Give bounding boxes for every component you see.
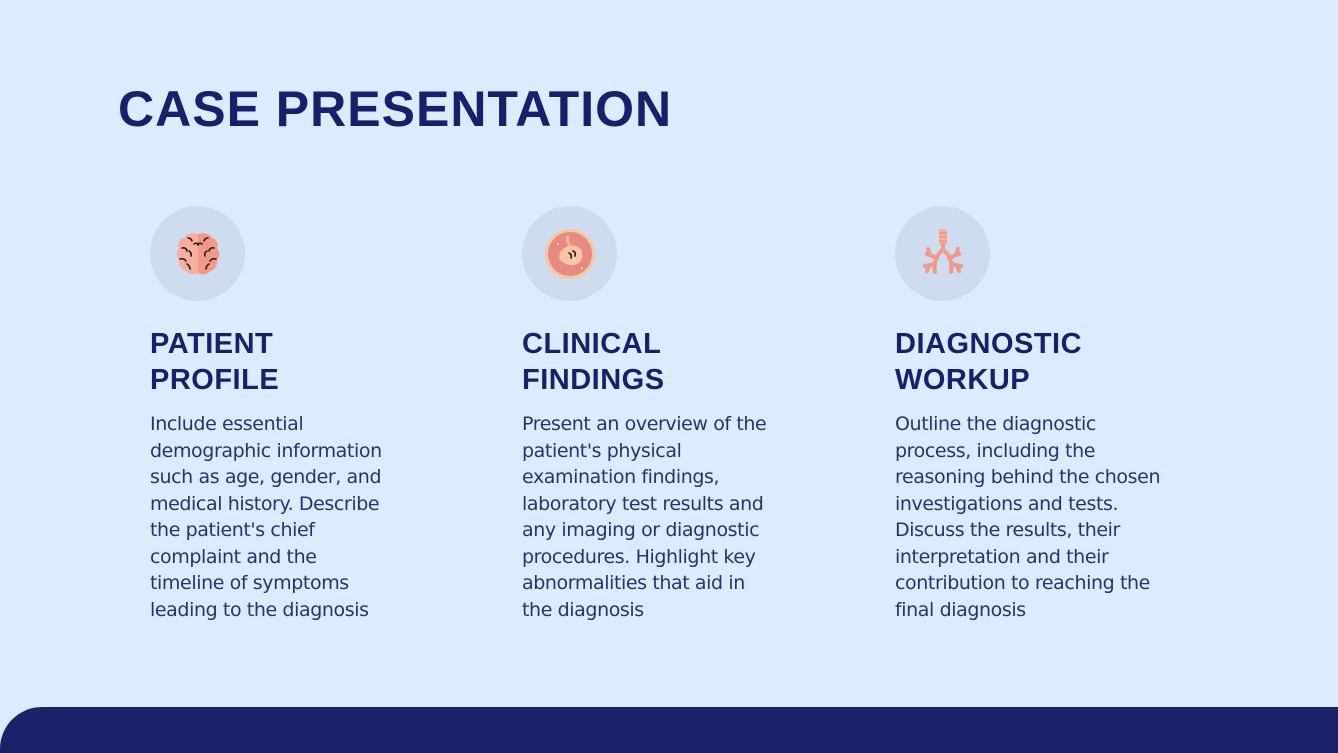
brain-icon [176, 232, 219, 274]
column-body: Present an overview of the patient's phy… [522, 413, 767, 621]
column-patient-profile: PATIENT PROFILE Include essential demogr… [150, 206, 470, 623]
slide-title: CASE PRESENTATION [118, 81, 673, 137]
bronchi-icon [922, 228, 963, 274]
icon-circle [895, 206, 990, 301]
icon-circle [522, 206, 617, 301]
column-body: Include essential demographic informatio… [150, 413, 382, 621]
footer-bar [0, 707, 1338, 753]
column-diagnostic-workup: DIAGNOSTIC WORKUP Outline the diagnostic… [895, 206, 1215, 623]
cell-embryo-icon [544, 228, 595, 279]
column-clinical-findings: CLINICAL FINDINGS Present an overview of… [522, 206, 842, 623]
column-heading: PATIENT PROFILE [150, 328, 280, 396]
column-heading: CLINICAL FINDINGS [522, 328, 665, 396]
column-heading: DIAGNOSTIC WORKUP [895, 328, 1083, 396]
icon-circle [150, 206, 245, 301]
column-body: Outline the diagnostic process, includin… [895, 413, 1161, 621]
